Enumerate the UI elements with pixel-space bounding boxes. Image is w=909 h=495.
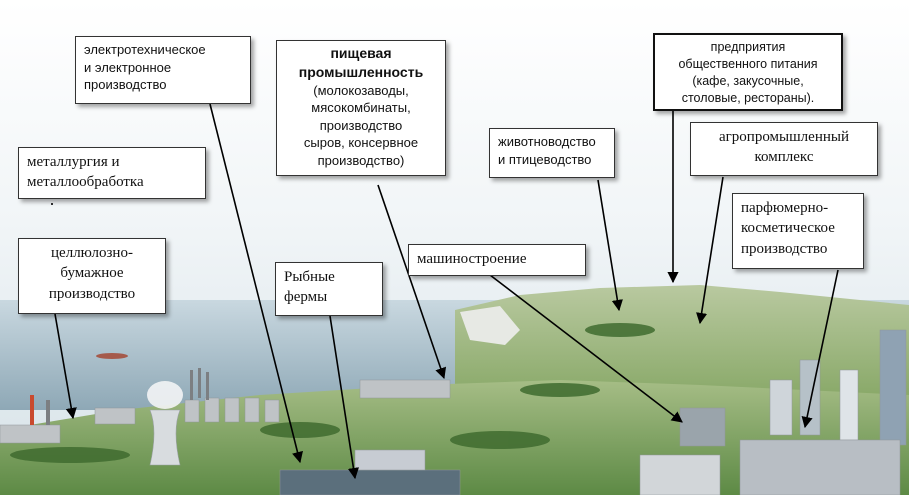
label-line: целлюлозно- [27, 243, 157, 263]
label-line: косметическое [741, 218, 855, 238]
label-line: столовые, рестораны). [663, 90, 833, 107]
label-catering: предприятия общественного питания (кафе,… [653, 33, 843, 111]
label-line: животноводство [498, 133, 606, 151]
low-buildings [640, 455, 720, 495]
label-line: машиностроение [417, 249, 577, 269]
warehouse [95, 408, 135, 424]
label-line: (кафе, закусочные, [663, 73, 833, 90]
trees-4 [585, 323, 655, 337]
office-block [355, 450, 425, 470]
label-title-line: промышленность [285, 63, 437, 82]
city-tower-4 [880, 330, 906, 445]
label-line: производство [285, 117, 437, 135]
chimney-4 [198, 368, 201, 398]
label-line: Рыбные [284, 267, 374, 287]
cooling-tower [150, 410, 180, 465]
chimney-3 [190, 370, 193, 400]
silo-3 [225, 398, 239, 422]
chimney-1 [30, 395, 34, 425]
fish-farm-building [280, 470, 460, 495]
label-agro-complex: агропромышленный комплекс [690, 122, 878, 176]
label-line: бумажное [27, 263, 157, 283]
city-tower-1 [770, 380, 792, 435]
silo-1 [185, 400, 199, 422]
trees-1 [260, 422, 340, 438]
label-line: производство [27, 284, 157, 304]
label-line: и птицеводство [498, 151, 606, 169]
downtown [740, 440, 900, 495]
chimney-5 [206, 372, 209, 400]
label-line: общественного питания [663, 56, 833, 73]
label-line: производство [741, 239, 855, 259]
label-line: и электронное [84, 59, 242, 77]
factory-left [0, 425, 60, 443]
trees-5 [10, 447, 130, 463]
label-line: металлообработка [27, 172, 197, 192]
label-line: электротехническое [84, 41, 242, 59]
label-perfume: парфюмерно- косметическое производство [732, 193, 864, 269]
chimney-2 [46, 400, 50, 425]
label-line: комплекс [699, 147, 869, 167]
machinery-plant [680, 408, 725, 446]
label-line: сыров, консервное [285, 134, 437, 152]
silo-4 [245, 398, 259, 422]
label-title-line: пищевая [285, 44, 437, 63]
ship [96, 353, 128, 359]
label-pulp-paper: целлюлозно- бумажное производство [18, 238, 166, 314]
label-metallurgy: металлургия и металлообработка [18, 147, 206, 199]
trees-3 [520, 383, 600, 397]
label-line: производство [84, 76, 242, 94]
label-electrotechnical: электротехническое и электронное произво… [75, 36, 251, 104]
city-tower-3 [840, 370, 858, 440]
trees-2 [450, 431, 550, 449]
silo-5 [265, 400, 279, 422]
label-line: мясокомбинаты, [285, 99, 437, 117]
label-line: агропромышленный [699, 127, 869, 147]
silo-2 [205, 398, 219, 422]
steam-cloud [147, 381, 183, 409]
label-livestock: животноводство и птицеводство [489, 128, 615, 178]
label-machine-building: машиностроение [408, 244, 586, 276]
label-line: (молокозаводы, [285, 82, 437, 100]
label-line: производство) [285, 152, 437, 170]
label-line: фермы [284, 287, 374, 307]
label-line: парфюмерно- [741, 198, 855, 218]
label-fish-farms: Рыбные фермы [275, 262, 383, 316]
label-line: предприятия [663, 39, 833, 56]
label-food-industry: пищевая промышленность (молокозаводы, мя… [276, 40, 446, 176]
food-plant [360, 380, 450, 398]
label-line: металлургия и [27, 152, 197, 172]
